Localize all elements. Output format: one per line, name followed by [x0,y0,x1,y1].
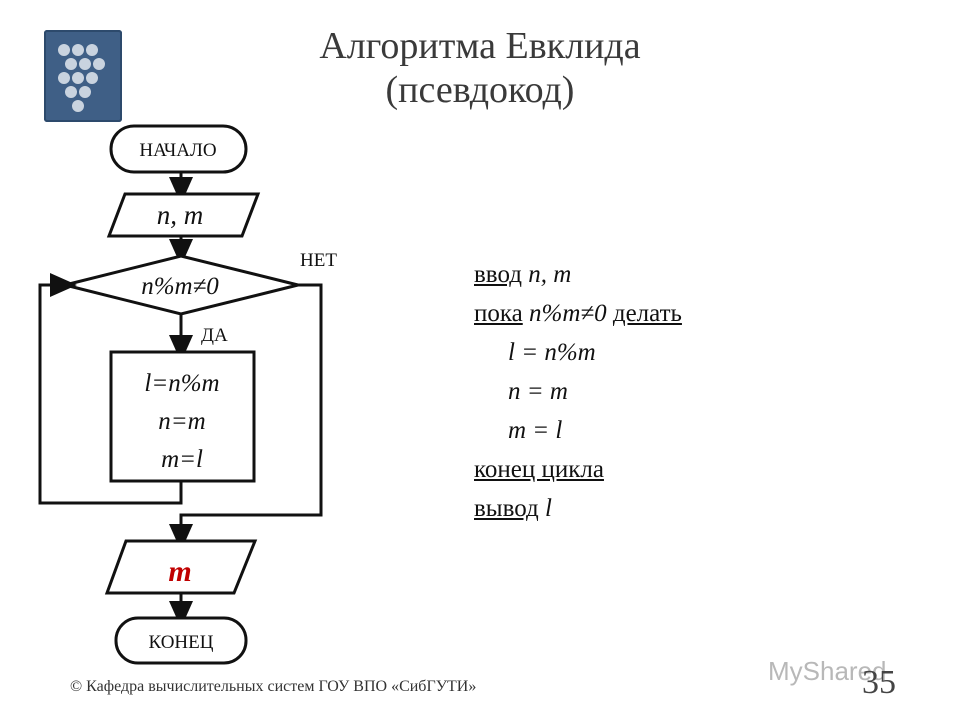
end-label: КОНЕЦ [149,632,214,653]
yes-label: ДА [201,325,228,346]
keyword-output: вывод [474,495,539,522]
start-label: НАЧАЛО [139,140,216,161]
footer-copyright: © Кафедра вычислительных систем ГОУ ВПО … [70,678,477,695]
output-label: m [168,555,191,588]
code-line-2: пока n%m≠0 делать [474,294,682,333]
no-branch-line [169,283,323,551]
code-line-5: m = l [508,417,563,444]
output-parallelogram [104,539,258,595]
title-line-2: (псевдокод) [385,69,575,111]
title-line-1: Алгоритма Евклида [319,25,641,67]
condition-label: n%m≠0 [141,273,219,300]
code-output-var: l [544,495,552,522]
input-label: n, m [157,200,204,230]
pseudocode-block: ввод n, m пока n%m≠0 делать l = n%m n = … [474,255,682,528]
body-line-1: l=n%m [144,370,219,397]
page-title: Алгоритма Евклида (псевдокод) [240,24,720,112]
slide-number: 35 [862,664,896,701]
keyword-while: пока [474,300,523,327]
logo-icon [44,30,122,122]
start-terminator [109,124,248,174]
loop-back-line [38,273,183,505]
input-parallelogram [106,192,261,238]
code-line-4: n = m [508,378,568,405]
end-terminator [114,616,248,665]
body-line-3: m=l [161,446,203,473]
keyword-do: делать [612,300,682,327]
no-label: НЕТ [300,250,337,271]
keyword-input: ввод [474,261,522,288]
code-line-1: ввод n, m [474,255,682,294]
loop-body-box [109,350,256,483]
watermark: MyShared [768,656,887,686]
body-line-2: n=m [158,408,205,435]
keyword-end-loop: конец цикла [474,456,604,483]
code-line-7: вывод l [474,489,682,528]
code-line-3: l = n%m [508,339,596,366]
code-condition: n%m≠0 [529,300,607,327]
logo-dots [58,44,105,112]
code-line-6: конец цикла [474,450,682,489]
code-input-vars: n, m [528,261,572,288]
